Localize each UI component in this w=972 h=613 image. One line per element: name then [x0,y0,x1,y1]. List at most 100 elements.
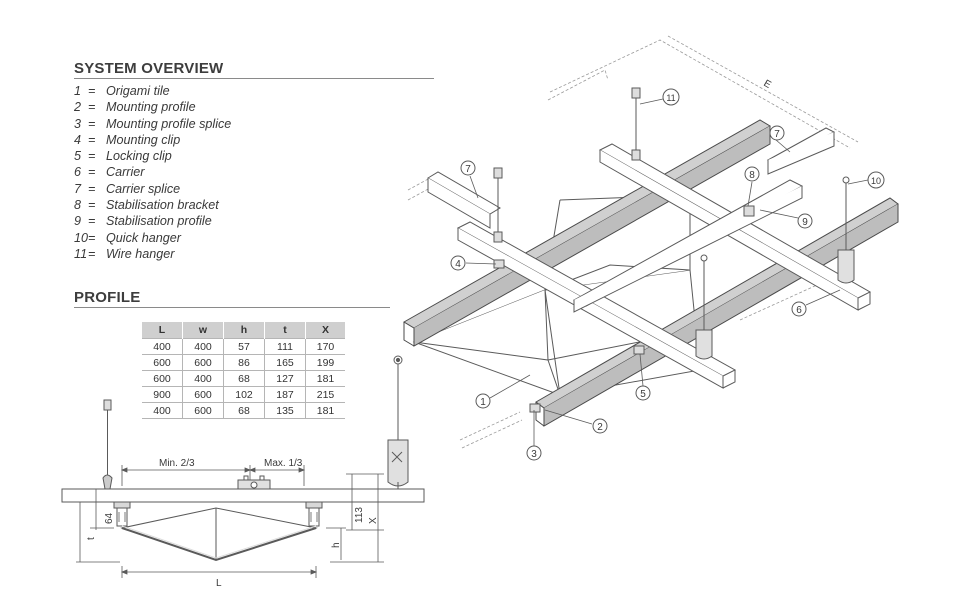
table-cell: 600 [182,354,224,371]
dim-h-label: h [331,542,342,548]
table-cell: 181 [305,402,345,419]
svg-text:2: 2 [597,422,603,433]
mounting-profile-left [113,501,131,527]
svg-text:4: 4 [455,259,461,270]
min-label: Min. 2/3 [159,458,195,469]
carrier-splice-left [427,171,501,229]
table-row: 900 600 102 187 215 [142,386,345,403]
table-row: 400 600 68 135 181 [142,402,345,419]
table-cell: 86 [223,354,265,371]
profile-table: L w h t X 400 400 57 111 170 600 600 86 … [142,322,345,419]
svg-text:9: 9 [802,217,808,228]
table-header-row: L w h t X [142,322,345,339]
dim-left [76,489,120,563]
table-cell: 187 [264,386,306,403]
profile-splice-iso [529,403,541,413]
callout: 4 [450,255,466,271]
callout: 7 [460,160,476,176]
legend-item: 10=Quick hanger [74,230,181,245]
locking-clip-iso [633,345,645,355]
dim-113-label: 113 [354,507,365,523]
svg-text:10: 10 [871,176,881,186]
callout: 10 [867,171,885,189]
column-header: h [223,322,265,339]
svg-text:3: 3 [531,449,537,460]
column-header: t [264,322,306,339]
table-cell: 400 [142,402,183,419]
svg-text:11: 11 [666,93,675,103]
table-cell: 68 [223,370,265,387]
max-label: Max. 1/3 [264,458,303,469]
profile-rule [74,307,390,308]
dim-e-label: E [762,78,774,91]
table-cell: 170 [305,338,345,355]
table-cell: 181 [305,370,345,387]
callout: 5 [635,385,651,401]
legend-item: 4=Mounting clip [74,132,181,147]
table-cell: 57 [223,338,265,355]
table-row: 600 600 86 165 199 [142,354,345,371]
table-cell: 127 [264,370,306,387]
overview-rule [74,78,434,79]
origami-tile [120,507,318,562]
wire-hanger-left [102,399,113,490]
legend-item: 9=Stabilisation profile [74,214,212,229]
callout: 6 [791,301,807,317]
callout: 7 [769,125,785,141]
wire-hanger-iso [631,87,641,161]
dim-l-label: L [216,578,222,589]
callout: 9 [797,213,813,229]
legend-item: 6=Carrier [74,165,145,180]
table-cell: 400 [182,370,224,387]
stabilisation-bracket-iso [743,205,755,217]
svg-text:5: 5 [640,389,646,400]
table-cell: 600 [142,370,183,387]
callout: 8 [744,166,760,182]
svg-text:7: 7 [465,164,471,175]
centre-bracket [237,475,271,490]
overview-title: SYSTEM OVERVIEW [74,60,224,77]
column-header: L [142,322,183,339]
legend-item: 7=Carrier splice [74,181,181,196]
wire-hanger-iso-left [493,167,503,243]
table-row: 600 400 68 127 181 [142,370,345,387]
table-cell: 600 [182,386,224,403]
svg-text:7: 7 [774,129,780,140]
dim-span [120,465,306,486]
legend-item: 8=Stabilisation bracket [74,198,219,213]
table-row: 400 400 57 111 170 [142,338,345,355]
legend-item: 3=Mounting profile splice [74,116,232,131]
svg-text:6: 6 [796,305,802,316]
table-cell: 102 [223,386,265,403]
callout: 11 [662,88,680,106]
column-header: w [182,322,224,339]
callout: 1 [475,393,491,409]
dim-x-label: X [368,517,379,524]
dim-64-label: 64 [104,512,115,524]
svg-text:1: 1 [480,397,486,408]
profile-title: PROFILE [74,289,141,306]
table-cell: 600 [142,354,183,371]
table-cell: 111 [264,338,306,355]
quick-hanger-iso [837,176,855,284]
table-cell: 135 [264,402,306,419]
svg-text:8: 8 [749,170,755,181]
carrier-splice-right [766,127,836,175]
legend-item: 2=Mounting profile [74,100,196,115]
mounting-profile-right [305,501,323,527]
table-cell: 900 [142,386,183,403]
table-cell: 68 [223,402,265,419]
legend-item: 11=Wire hanger [74,246,175,261]
table-cell: 165 [264,354,306,371]
table-cell: 215 [305,386,345,403]
callout: 2 [592,418,608,434]
legend-item: 1=Origami tile [74,84,170,98]
callout: 3 [526,445,542,461]
leader-lines [465,98,869,446]
table-cell: 400 [182,338,224,355]
table-cell: 199 [305,354,345,371]
table-cell: 600 [182,402,224,419]
dashed-outline [407,35,859,449]
